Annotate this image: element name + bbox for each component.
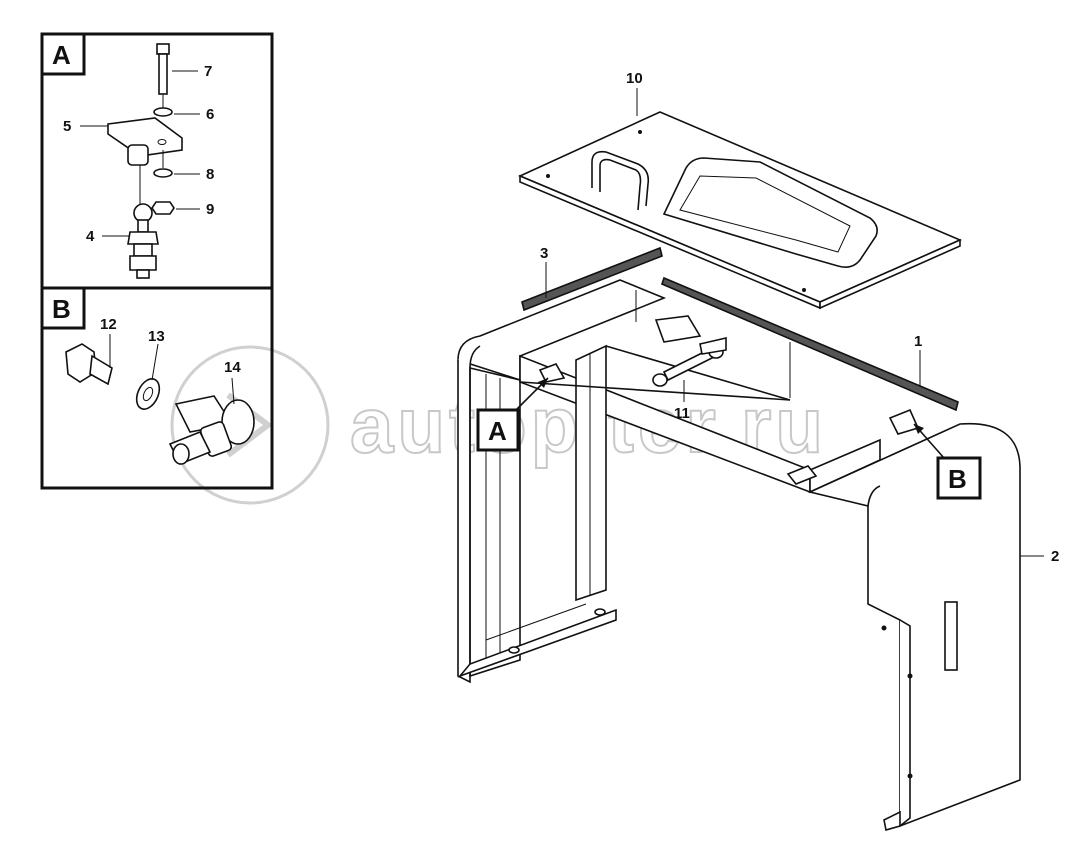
detail-a-letter: A	[52, 40, 71, 70]
detail-b-letter: B	[52, 294, 71, 324]
callout-1: 1	[914, 333, 922, 350]
bracket-5	[107, 117, 183, 166]
callout-4: 4	[86, 228, 95, 245]
callout-6: 6	[206, 106, 214, 123]
bolt-7	[156, 43, 170, 95]
ball-stud-4	[127, 203, 159, 279]
washer-8	[153, 168, 173, 178]
cover-plate-10	[518, 111, 963, 310]
housing-frame-2	[457, 279, 1021, 832]
callout-13: 13	[148, 328, 165, 345]
callout-2: 2	[1051, 548, 1059, 565]
latch-14	[168, 395, 255, 466]
callout-12: 12	[100, 316, 117, 333]
detail-view-a: A	[40, 32, 274, 290]
bolt-12	[65, 343, 113, 386]
detail-b-frame	[40, 286, 274, 490]
callout-7: 7	[204, 63, 212, 80]
flag-b: B	[913, 423, 982, 500]
flag-a: A	[476, 377, 549, 452]
detail-a-tag	[40, 32, 86, 76]
seal-strip-3	[521, 246, 663, 312]
callout-5: 5	[63, 118, 71, 135]
callout-3: 3	[540, 245, 548, 262]
callout-11: 11	[674, 405, 690, 422]
washer-13	[135, 378, 161, 410]
callout-8: 8	[206, 166, 214, 183]
flag-a-letter: A	[488, 416, 507, 446]
detail-b-tag	[40, 286, 86, 330]
detail-view-b: B 12 13 14	[40, 286, 274, 490]
callout-14: 14	[224, 359, 241, 376]
seal-strip-1	[661, 276, 959, 412]
watermark-logo-ring	[170, 345, 330, 505]
callout-9: 9	[206, 201, 214, 218]
washer-6	[153, 107, 173, 117]
nut-9	[151, 201, 175, 215]
flag-b-letter: B	[948, 464, 967, 494]
callout-10: 10	[626, 70, 643, 87]
gas-strut-11	[538, 315, 920, 485]
main-assembly: 10 3 1 11 2 A B	[457, 70, 1059, 832]
